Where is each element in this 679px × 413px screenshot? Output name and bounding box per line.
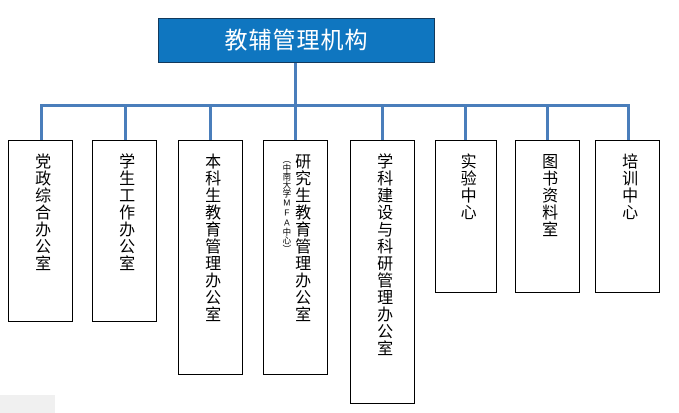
connector-drop-1 <box>40 104 43 141</box>
org-node-training-center[interactable]: 培训中心 <box>595 140 660 293</box>
org-node-label: 实验中心 <box>457 153 475 221</box>
org-node-student-affairs-office[interactable]: 学生工作办公室 <box>92 140 157 322</box>
org-node-label: 党政综合办公室 <box>32 153 50 272</box>
connector-drop-2 <box>124 104 127 141</box>
node-text-wrap: 学科建设与科研管理办公室 <box>374 153 391 357</box>
org-node-discipline-research-office[interactable]: 学科建设与科研管理办公室 <box>350 140 415 404</box>
org-node-experiment-center[interactable]: 实验中心 <box>435 140 497 293</box>
org-node-sublabel: （中南大学MFA中心） <box>281 155 292 253</box>
connector-drop-4 <box>294 104 297 141</box>
org-node-undergraduate-education-office[interactable]: 本科生教育管理办公室 <box>178 140 243 375</box>
org-node-label: 培训中心 <box>619 153 637 221</box>
org-node-graduate-education-office[interactable]: 研究生教育管理办公室 （中南大学MFA中心） <box>263 140 328 375</box>
node-text-wrap: 研究生教育管理办公室 （中南大学MFA中心） <box>282 153 309 323</box>
root-node-label: 教辅管理机构 <box>224 27 369 53</box>
connector-drop-3 <box>209 104 212 141</box>
node-text-wrap: 图书资料室 <box>539 153 556 238</box>
org-node-library-resources-room[interactable]: 图书资料室 <box>515 140 580 293</box>
connector-horizontal-bus <box>40 104 628 107</box>
connector-drop-8 <box>627 104 630 141</box>
node-text-wrap: 实验中心 <box>457 153 475 221</box>
connector-drop-6 <box>464 104 467 141</box>
org-node-label: 学科建设与科研管理办公室 <box>374 153 392 357</box>
org-node-label: 研究生教育管理办公室 <box>292 153 310 323</box>
connector-root-stem <box>294 63 297 107</box>
corner-swatch <box>0 395 55 413</box>
node-text-wrap: 党政综合办公室 <box>32 153 49 272</box>
org-node-label: 图书资料室 <box>539 153 557 238</box>
org-node-label: 本科生教育管理办公室 <box>202 153 220 323</box>
connector-drop-7 <box>546 104 549 141</box>
node-text-wrap: 本科生教育管理办公室 <box>202 153 219 323</box>
org-node-label: 学生工作办公室 <box>116 153 134 272</box>
node-text-wrap: 培训中心 <box>619 153 636 221</box>
connector-drop-5 <box>381 104 384 141</box>
root-node[interactable]: 教辅管理机构 <box>158 18 435 63</box>
node-text-wrap: 学生工作办公室 <box>116 153 133 272</box>
org-node-party-admin-office[interactable]: 党政综合办公室 <box>8 140 73 322</box>
